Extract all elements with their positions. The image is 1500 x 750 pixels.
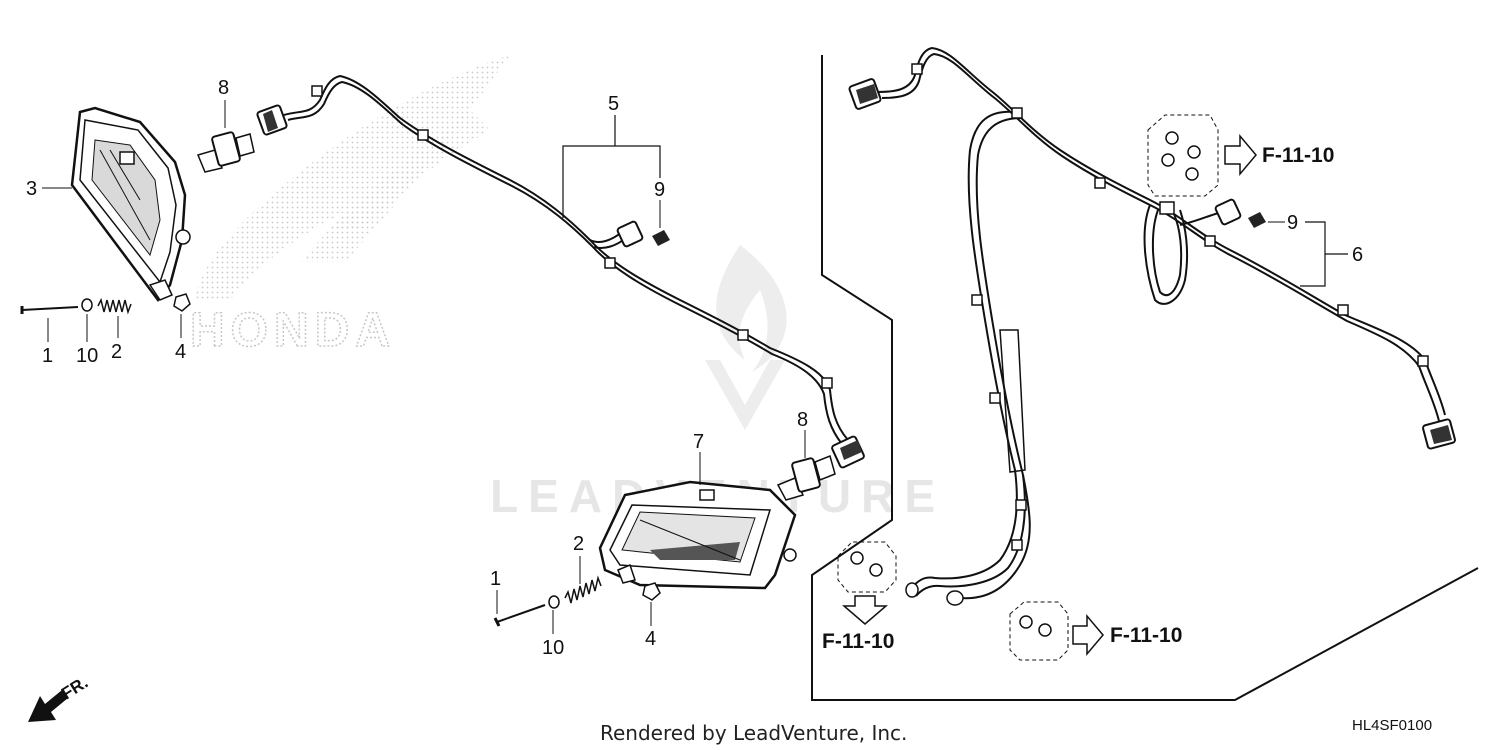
rendered-by-credit: Rendered by LeadVenture, Inc. bbox=[600, 721, 907, 745]
washer-left bbox=[81, 298, 93, 312]
callout-1-left: 1 bbox=[42, 345, 53, 367]
nut-left bbox=[173, 293, 191, 312]
ref-label-bottom: F-11-10 bbox=[1110, 624, 1182, 647]
callout-9-left: 9 bbox=[654, 179, 665, 201]
callout-2-left: 2 bbox=[111, 341, 122, 363]
bulb-lower bbox=[776, 454, 836, 501]
arrow-down-left-icon bbox=[28, 690, 68, 722]
headlight-lower bbox=[598, 480, 797, 590]
bulb-upper bbox=[196, 131, 255, 173]
arrow-down-icon bbox=[841, 595, 889, 625]
ref-group-left bbox=[837, 541, 897, 625]
washer-lower bbox=[548, 595, 560, 609]
callout-7: 7 bbox=[693, 431, 704, 453]
arrow-right-icon bbox=[1072, 613, 1104, 657]
subassembly-border bbox=[811, 55, 1479, 701]
ref-label-top: F-11-10 bbox=[1262, 144, 1334, 167]
callout-8-upper: 8 bbox=[218, 77, 229, 99]
callout-1-lower: 1 bbox=[490, 568, 501, 590]
callout-4-lower: 4 bbox=[645, 628, 656, 650]
nut-lower bbox=[642, 582, 661, 601]
screw-left bbox=[20, 306, 79, 314]
callout-10-lower: 10 bbox=[542, 637, 564, 659]
harness-6 bbox=[848, 46, 1456, 606]
bracket-5 bbox=[562, 145, 661, 218]
honda-wing-watermark: HONDA bbox=[189, 55, 510, 358]
spring-lower bbox=[564, 575, 602, 604]
front-direction-arrow: FR. bbox=[28, 673, 91, 722]
bracket-6 bbox=[1300, 221, 1326, 287]
callout-6: 6 bbox=[1352, 244, 1363, 266]
ref-label-left: F-11-10 bbox=[822, 630, 894, 653]
callout-2-lower: 2 bbox=[573, 533, 584, 555]
clip-9b bbox=[1248, 212, 1266, 228]
callout-10-left: 10 bbox=[76, 345, 98, 367]
callout-3: 3 bbox=[26, 178, 37, 200]
callout-4-left: 4 bbox=[175, 341, 186, 363]
callout-8-lower: 8 bbox=[797, 409, 808, 431]
callout-5: 5 bbox=[608, 93, 619, 115]
clip-9a bbox=[652, 230, 670, 246]
ref-group-bottom bbox=[1009, 601, 1104, 661]
leadventure-watermark: LEADVENTURE bbox=[490, 245, 935, 522]
callout-9-right: 9 bbox=[1287, 212, 1298, 234]
headlight-left bbox=[70, 106, 191, 303]
screw-lower bbox=[493, 604, 546, 627]
harness-5 bbox=[256, 74, 865, 469]
honda-wordmark-watermark: HONDA bbox=[190, 304, 396, 357]
ref-group-top bbox=[1147, 114, 1257, 197]
diagram-code: HL4SF0100 bbox=[1352, 717, 1432, 734]
arrow-right-icon bbox=[1224, 133, 1257, 177]
spring-left bbox=[97, 297, 132, 315]
